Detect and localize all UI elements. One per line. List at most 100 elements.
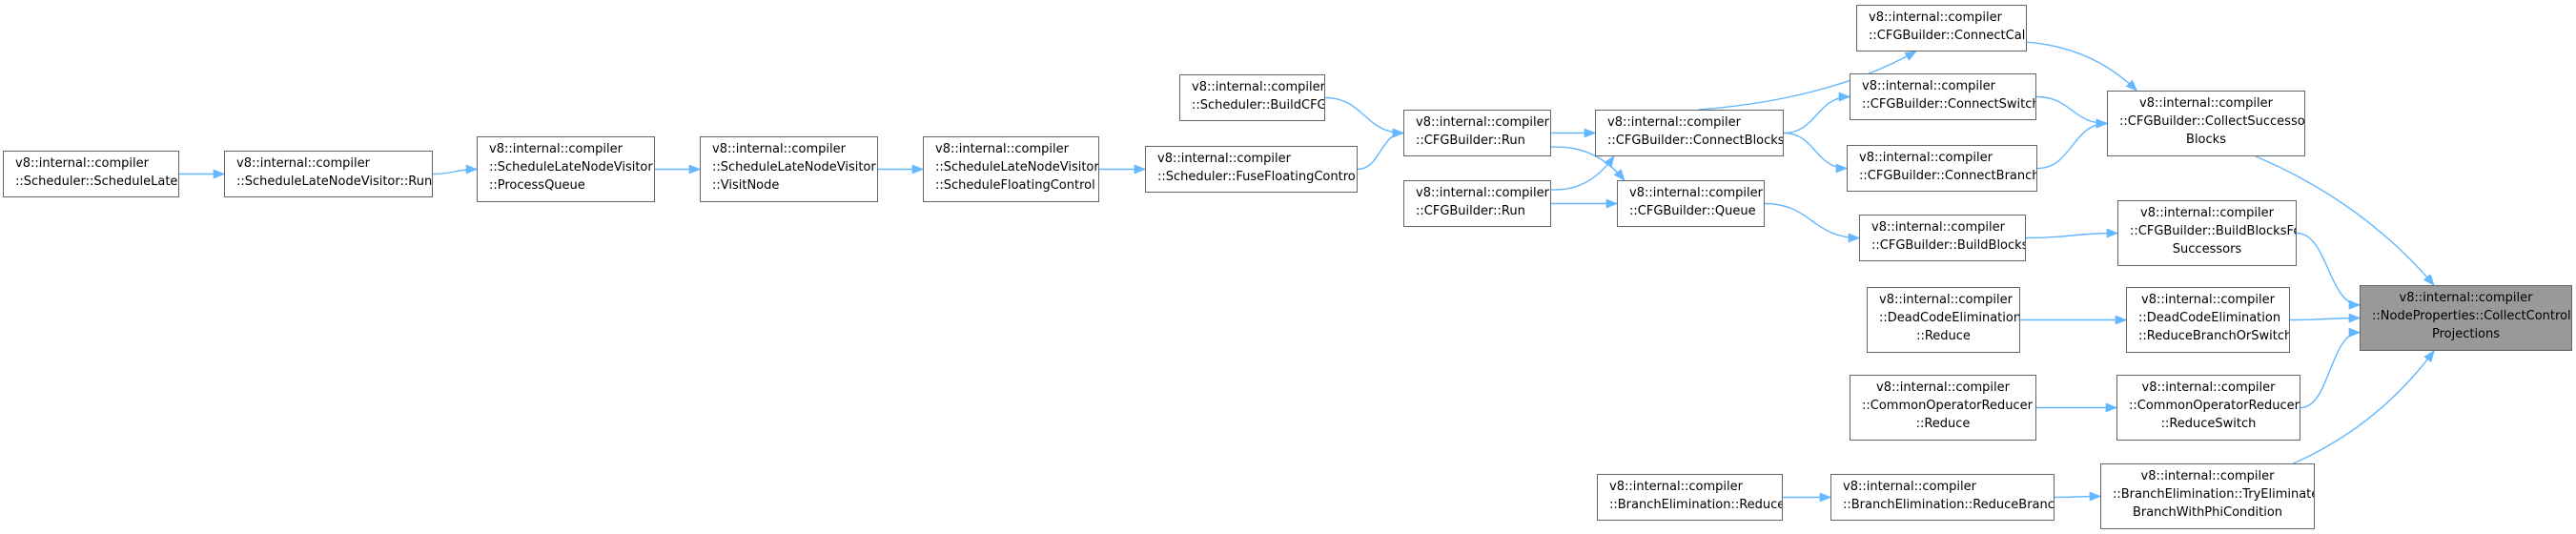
node-label-line: v8::internal::compiler <box>935 142 1069 156</box>
node-label-line: ::ScheduleLateNodeVisitor::Run <box>236 175 433 189</box>
function-node[interactable]: v8::internal::compiler::CFGBuilder::Conn… <box>1850 73 2036 120</box>
function-node[interactable]: v8::internal::compiler::CFGBuilder::Coll… <box>2107 91 2305 156</box>
function-node[interactable]: v8::internal::compiler::CFGBuilder::Queu… <box>1617 180 1765 227</box>
edge-n4-to-n1 <box>2036 118 2109 170</box>
node-label-line: v8::internal::compiler <box>1192 80 1325 94</box>
edge-n3-to-n1 <box>2035 95 2109 129</box>
edge-n9-to-n6 <box>1324 96 1405 138</box>
function-node[interactable]: v8::internal::compiler::ScheduleLateNode… <box>224 151 433 197</box>
node-label-line: v8::internal::compiler <box>1843 480 1976 494</box>
edge-n18-to-n0 <box>2289 313 2361 323</box>
node-label-line: Projections <box>2431 327 2501 341</box>
function-node[interactable]: v8::internal::compiler::CFGBuilder::Conn… <box>1856 5 2027 51</box>
node-label-line: Blocks <box>2186 133 2226 147</box>
node-label-line: ::CommonOperatorReducer <box>2129 399 2300 413</box>
edge-n22-to-n0 <box>2293 349 2435 464</box>
node-label-line: v8::internal::compiler <box>2140 206 2274 220</box>
node-label-line: ::Scheduler::BuildCFG <box>1192 98 1325 113</box>
function-node[interactable]: v8::internal::compiler::ScheduleLateNode… <box>477 136 655 202</box>
node-label-line: ::CFGBuilder::CollectSuccessor <box>2119 114 2305 129</box>
node-label-line: ::ScheduleLateNodeVisitor <box>935 160 1099 175</box>
node-label-line: ::VisitNode <box>712 178 780 193</box>
node-label-line: ::CFGBuilder::Run <box>1416 204 1525 218</box>
node-label-line: ::BranchElimination::ReduceBranch <box>1843 498 2055 512</box>
node-label-line: v8::internal::compiler <box>15 156 149 171</box>
edge-n17-to-n0 <box>2296 232 2361 310</box>
node-label-line: ::Reduce <box>1915 417 1971 431</box>
edge-n5-to-n4 <box>1783 132 1849 174</box>
function-node[interactable]: v8::internal::compiler::BranchEliminatio… <box>1830 474 2055 521</box>
function-node[interactable]: v8::internal::compiler::DeadCodeEliminat… <box>1867 287 2020 353</box>
node-label-line: ::CFGBuilder::ConnectCall <box>1869 29 2027 43</box>
node-label-line: ::CFGBuilder::Run <box>1416 134 1525 148</box>
node-label-line: ::Scheduler::FuseFloatingControl <box>1157 170 1358 184</box>
node-label-line: v8::internal::compiler <box>1869 10 2002 25</box>
node-label-line: v8::internal::compiler <box>2139 96 2273 111</box>
node-label-line: v8::internal::compiler <box>1416 115 1549 130</box>
function-node[interactable]: v8::internal::compiler::CFGBuilder::Buil… <box>2117 200 2297 266</box>
node-label-line: ::CFGBuilder::BuildBlocksFor <box>2130 224 2297 238</box>
node-label-line: v8::internal::compiler <box>1879 293 2013 307</box>
node-label-line: v8::internal::compiler <box>1859 151 1993 165</box>
function-node[interactable]: v8::internal::compiler::ScheduleLateNode… <box>923 136 1099 202</box>
node-label-line: v8::internal::compiler <box>1157 152 1291 166</box>
node-label-line: ::CFGBuilder::ConnectBlocks <box>1607 134 1784 148</box>
node-label-line: ::Scheduler::ScheduleLate <box>15 175 178 189</box>
node-label-line: ::BranchElimination::Reduce <box>1609 498 1783 512</box>
edge-n10-to-n6 <box>1357 128 1405 171</box>
function-node[interactable]: v8::internal::compiler::Scheduler::Build… <box>1179 74 1325 121</box>
node-label-line: ::BranchElimination::TryEliminate <box>2113 487 2315 502</box>
node-label-line: ::ReduceBranchOrSwitch <box>2138 329 2290 343</box>
node-label-line: v8::internal::compiler <box>2140 469 2275 483</box>
node-label-line: v8::internal::compiler <box>2141 293 2275 307</box>
node-label-line: v8::internal::compiler <box>2399 291 2533 305</box>
function-node[interactable]: v8::internal::compiler::CFGBuilder::Conn… <box>1847 145 2037 192</box>
edge-n6-to-n8 <box>1550 146 1625 181</box>
node-label-line: ::CFGBuilder::ConnectBranch <box>1859 169 2037 183</box>
node-label-line: v8::internal::compiler <box>2141 380 2276 395</box>
node-label-line: v8::internal::compiler <box>1416 186 1549 200</box>
node-label-line: ::ReduceSwitch <box>2160 417 2257 431</box>
node-label-line: Successors <box>2172 242 2242 257</box>
node-label-line: v8::internal::compiler <box>1871 220 2005 235</box>
edge-n14-to-n13 <box>432 164 479 175</box>
edge-n5-to-n2 <box>1698 51 1917 111</box>
function-node[interactable]: v8::internal::compiler::Scheduler::Sched… <box>3 151 179 197</box>
function-node[interactable]: v8::internal::compiler::BranchEliminatio… <box>2100 463 2315 529</box>
node-label-line: ::DeadCodeElimination <box>2138 311 2281 325</box>
node-label-line: v8::internal::compiler <box>236 156 370 171</box>
node-label-line: v8::internal::compiler <box>1629 186 1763 200</box>
function-node[interactable]: v8::internal::compiler::CommonOperatorRe… <box>1850 375 2036 441</box>
function-node[interactable]: v8::internal::compiler::BranchEliminatio… <box>1597 474 1783 521</box>
edge-n1-to-n0 <box>2255 155 2435 286</box>
edge-n23-to-n22 <box>2054 491 2102 502</box>
function-node[interactable]: v8::internal::compiler::CommonOperatorRe… <box>2116 375 2300 441</box>
edge-n7-to-n5 <box>1550 154 1615 191</box>
node-label-line: v8::internal::compiler <box>1876 380 2010 395</box>
edge-n20-to-n0 <box>2300 327 2361 409</box>
node-label-line: BranchWithPhiCondition <box>2132 505 2283 520</box>
node-label-line: v8::internal::compiler <box>1609 480 1743 494</box>
function-node[interactable]: v8::internal::compiler::CFGBuilder::Run <box>1403 180 1551 227</box>
node-label-line: ::ScheduleFloatingControl <box>935 178 1095 193</box>
edge-n16-to-n17 <box>2025 228 2119 239</box>
function-node[interactable]: v8::internal::compiler::Scheduler::FuseF… <box>1145 146 1358 193</box>
function-node[interactable]: v8::internal::compiler::CFGBuilder::Conn… <box>1595 110 1784 156</box>
node-label-line: ::CFGBuilder::ConnectSwitch <box>1862 97 2036 112</box>
node-label-line: v8::internal::compiler <box>1862 79 1995 93</box>
function-node[interactable]: v8::internal::compiler::DeadCodeEliminat… <box>2126 287 2290 353</box>
node-label-line: ::CFGBuilder::Queue <box>1629 204 1756 218</box>
node-label-line: ::CFGBuilder::BuildBlocks <box>1871 238 2026 253</box>
function-node[interactable]: v8::internal::compiler::CFGBuilder::Buil… <box>1859 215 2026 261</box>
edge-n8-to-n16 <box>1764 202 1861 243</box>
function-node[interactable]: v8::internal::compiler::ScheduleLateNode… <box>700 136 878 202</box>
node-label-line: v8::internal::compiler <box>1607 115 1741 130</box>
node-label-line: v8::internal::compiler <box>489 142 623 156</box>
node-label-line: ::ProcessQueue <box>489 178 585 193</box>
node-label-line: ::CommonOperatorReducer <box>1862 399 2033 413</box>
node-label-line: ::DeadCodeElimination <box>1879 311 2020 325</box>
function-node[interactable]: v8::internal::compiler::CFGBuilder::Run <box>1403 110 1551 156</box>
node-label-line: ::ScheduleLateNodeVisitor <box>489 160 653 175</box>
